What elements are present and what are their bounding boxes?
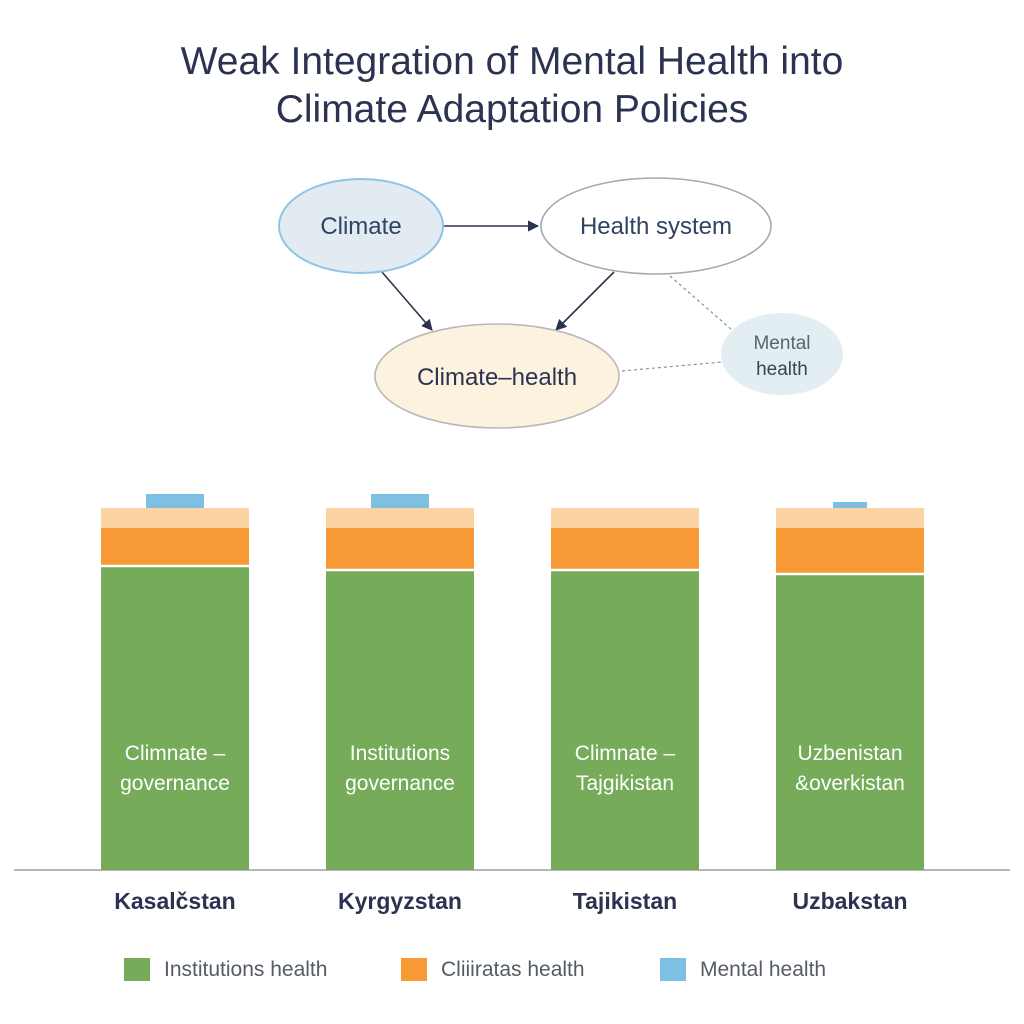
dashed-link-climate-health-mental-health: [621, 361, 723, 372]
bar-segment-institutions-health: [101, 566, 249, 870]
node-mental-health-label-line-2: health: [756, 359, 808, 380]
node-mental-health-label-line-1: Mental: [753, 333, 810, 354]
node-mental-health: Mental health: [721, 313, 843, 395]
bar-segment-climate-health: [551, 528, 699, 570]
bar-segment-institutions-health: [326, 570, 474, 870]
bar-inner-label: Climnate –: [125, 742, 226, 765]
bar-segment-mental-health: [371, 494, 429, 508]
legend-label-institutions-health: Institutions health: [164, 958, 327, 981]
node-climate-label: Climate: [320, 213, 401, 240]
bar-segment-climate-light: [551, 508, 699, 528]
bar-segment-mental-health: [833, 502, 867, 508]
bar-segment-climate-health: [326, 528, 474, 570]
node-climate-health-label: Climate–health: [417, 364, 577, 391]
legend: Institutions health Cliiiratas health Me…: [124, 958, 826, 981]
chart-title: Weak Integration of Mental Health into C…: [0, 38, 1024, 134]
legend-label-climate-health: Cliiiratas health: [441, 958, 585, 981]
bar-inner-label: Uzbenistan: [797, 742, 902, 765]
node-climate-health: Climate–health: [374, 323, 620, 429]
legend-swatch-mental-health: [660, 958, 686, 981]
bar-segment-climate-health: [776, 528, 924, 574]
bar-segment-institutions-health: [776, 574, 924, 870]
bar-segment-climate-light: [776, 508, 924, 528]
bar-inner-label: Climnate –: [575, 742, 676, 765]
bar-inner-label: Institutions: [350, 742, 450, 765]
bar-segment-climate-light: [101, 508, 249, 528]
concept-diagram: Climate Health system Climate–health Men…: [278, 177, 843, 429]
arrow-climate-to-climate-health: [381, 271, 433, 331]
bar-inner-label: &overkistan: [795, 772, 905, 795]
chart-title-line-2: Climate Adaptation Policies: [275, 88, 749, 131]
node-health-system-label: Health system: [580, 213, 732, 240]
node-health-system: Health system: [540, 177, 772, 275]
legend-swatch-institutions-health: [124, 958, 150, 981]
bar-inner-label: Tajgikistan: [576, 772, 674, 795]
x-tick-label: Kyrgyzstan: [338, 888, 462, 914]
arrow-health-system-to-climate-health: [555, 271, 615, 331]
bar-inner-label: governance: [345, 772, 455, 795]
bar-segment-mental-health: [146, 494, 204, 508]
node-climate: Climate: [278, 178, 444, 274]
chart-title-line-1: Weak Integration of Mental Health into: [180, 40, 844, 83]
legend-label-mental-health: Mental health: [700, 958, 826, 981]
bar-segment-climate-health: [101, 528, 249, 566]
legend-swatch-climate-health: [401, 958, 427, 981]
x-tick-label: Kasalčstan: [114, 888, 235, 914]
x-tick-label: Tajikistan: [573, 888, 677, 914]
bar-segment-climate-light: [326, 508, 474, 528]
bar-segment-institutions-health: [551, 570, 699, 870]
dashed-link-health-system-mental-health: [669, 275, 733, 331]
bar-inner-label: governance: [120, 772, 230, 795]
x-tick-label: Uzbakstan: [792, 888, 907, 914]
